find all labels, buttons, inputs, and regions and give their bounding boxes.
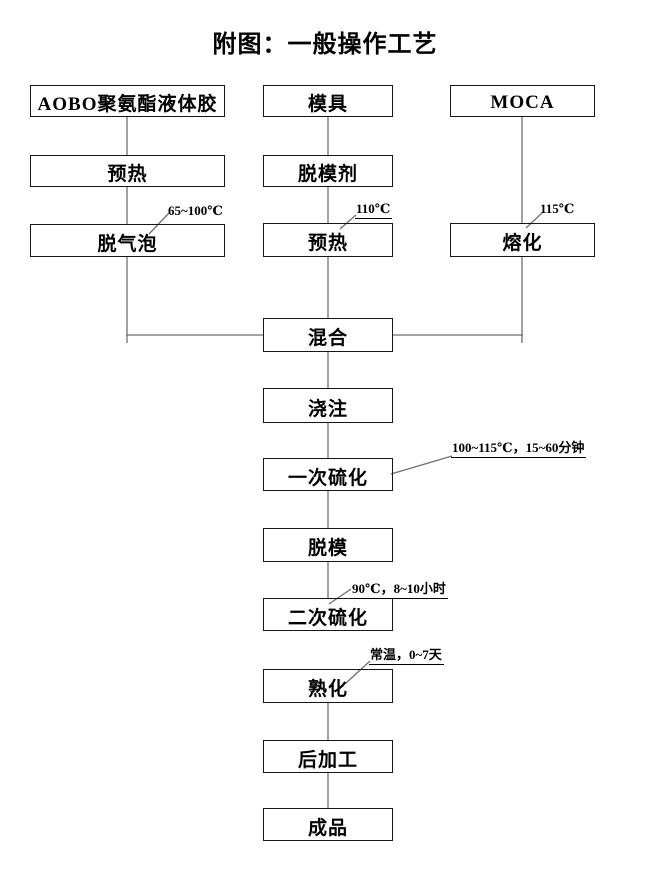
annotation-aging-cond-text: 常温，0~7天	[369, 647, 444, 665]
node-first-cure-label: 一次硫化	[287, 467, 368, 489]
node-preheat-left: 预热	[30, 155, 225, 187]
leader-second-cure-cond	[328, 588, 352, 605]
node-release-agent-label: 脱模剂	[297, 164, 358, 185]
node-second-cure-label: 二次硫化	[287, 607, 368, 629]
node-moca: MOCA	[450, 85, 595, 117]
page-title: 附图：一般操作工艺	[212, 32, 438, 58]
node-mold-label: 模具	[307, 94, 348, 115]
node-mix-label: 混合	[307, 328, 348, 349]
annotation-melt-temp: 115℃	[540, 201, 575, 217]
node-preheat-mid: 预热	[263, 223, 393, 257]
node-demold-label: 脱模	[307, 538, 348, 559]
leader-melt-temp	[525, 212, 543, 229]
annotation-preheat-mid-temp: 110℃	[355, 201, 393, 219]
node-aobo-label: AOBO聚氨酯液体胶	[37, 94, 218, 115]
node-preheat-left-label: 预热	[107, 164, 148, 185]
node-post-process-label: 后加工	[297, 749, 358, 771]
node-aobo: AOBO聚氨酯液体胶	[30, 85, 225, 117]
annotation-first-cure-cond-text: 100~115℃，15~60分钟	[451, 440, 587, 458]
annotation-degas-temp-text: 65~100℃	[168, 203, 223, 218]
node-demold: 脱模	[263, 528, 393, 562]
node-pour: 浇注	[263, 388, 393, 423]
node-aging: 熟化	[263, 669, 393, 703]
annotation-degas-temp: 65~100℃	[168, 203, 223, 219]
node-final-product: 成品	[263, 808, 393, 841]
node-second-cure: 二次硫化	[263, 598, 393, 631]
node-melt-label: 熔化	[502, 233, 543, 254]
leader-aging-cond	[345, 660, 371, 684]
node-mold: 模具	[263, 85, 393, 117]
node-pour-label: 浇注	[307, 398, 348, 420]
annotation-aging-cond: 常温，0~7天	[369, 647, 444, 665]
annotation-second-cure-cond: 90℃，8~10小时	[351, 581, 448, 599]
annotation-preheat-mid-temp-text: 110℃	[355, 201, 393, 219]
node-melt: 熔化	[450, 223, 595, 257]
annotation-melt-temp-text: 115℃	[540, 201, 575, 216]
node-release-agent: 脱模剂	[263, 155, 393, 187]
annotation-first-cure-cond: 100~115℃，15~60分钟	[451, 440, 587, 458]
node-post-process: 后加工	[263, 740, 393, 773]
leader-first-cure-cond	[390, 455, 453, 475]
leader-preheat-mid-temp	[339, 214, 357, 230]
node-moca-label: MOCA	[490, 91, 555, 113]
node-mix: 混合	[263, 318, 393, 352]
node-preheat-mid-label: 预热	[307, 233, 348, 254]
node-aging-label: 熟化	[307, 679, 348, 700]
leader-degas-temp	[148, 212, 170, 235]
node-degas-label: 脱气泡	[97, 233, 158, 255]
node-final-product-label: 成品	[307, 817, 348, 839]
node-first-cure: 一次硫化	[263, 458, 393, 491]
annotation-second-cure-cond-text: 90℃，8~10小时	[351, 581, 448, 599]
node-degas: 脱气泡	[30, 224, 225, 257]
